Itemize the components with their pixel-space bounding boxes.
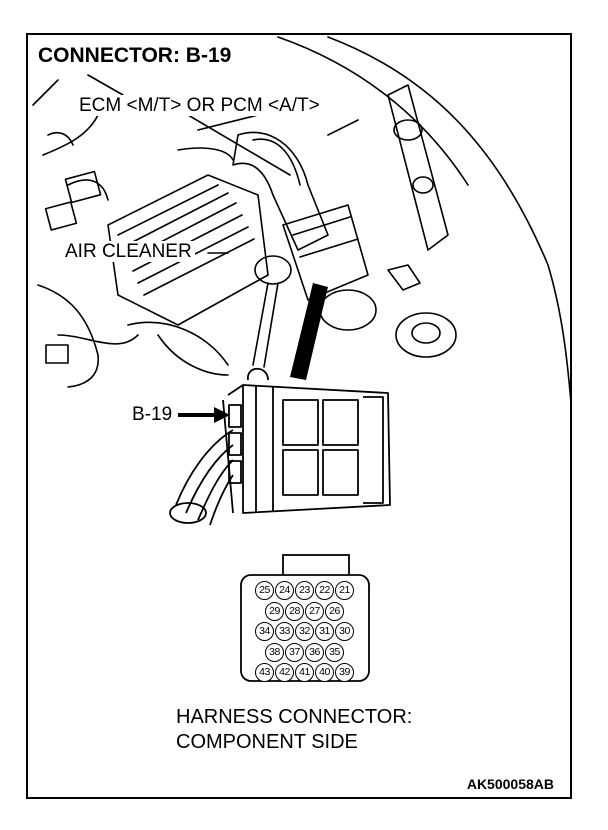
connector-pin: 40	[315, 663, 334, 682]
air-cleaner-label: AIR CLEANER	[62, 241, 195, 262]
connector-pin: 22	[315, 581, 334, 600]
connector-pin: 39	[335, 663, 354, 682]
connector-pin: 42	[275, 663, 294, 682]
harness-caption-line2: COMPONENT SIDE	[176, 731, 358, 753]
connector-pin: 43	[255, 663, 274, 682]
diagram-frame: CONNECTOR: B-19 ECM <M/T> OR PCM <A/T> A…	[26, 33, 572, 799]
connector-pin: 30	[335, 622, 354, 641]
connector-pin: 29	[265, 601, 284, 621]
connector-pin: 31	[315, 622, 334, 641]
connector-pin: 25	[255, 581, 274, 600]
connector-pin: 34	[255, 622, 274, 641]
connector-pin: 37	[285, 642, 304, 662]
connector-pin: 33	[275, 622, 294, 641]
connector-pin: 26	[325, 601, 344, 621]
connector-pin: 23	[295, 581, 314, 600]
connector-pin: 35	[325, 642, 344, 662]
harness-caption-line1: HARNESS CONNECTOR:	[176, 706, 413, 728]
connector-pin: 21	[335, 581, 354, 600]
engine-bay-illustration	[32, 36, 570, 682]
connector-pin: 24	[275, 581, 294, 600]
diagram-title: CONNECTOR: B-19	[38, 44, 232, 67]
connector-callout-label: B-19	[132, 404, 173, 425]
ecm-label: ECM <M/T> OR PCM <A/T>	[76, 95, 323, 116]
figure-code: AK500058AB	[466, 776, 554, 792]
connector-pin: 28	[285, 601, 304, 621]
harness-caption: HARNESS CONNECTOR: COMPONENT SIDE	[176, 705, 412, 755]
connector-pin: 32	[295, 622, 314, 641]
connector-pin: 36	[305, 642, 324, 662]
connector-pin: 41	[295, 663, 314, 682]
connector-pin: 27	[305, 601, 324, 621]
connector-pin: 38	[265, 642, 284, 662]
